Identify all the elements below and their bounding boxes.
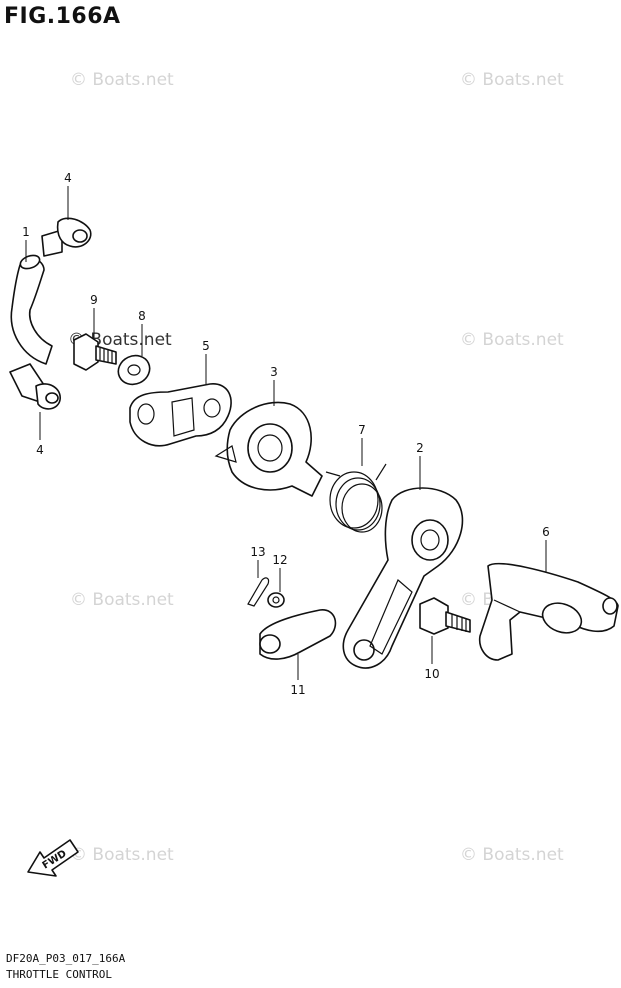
part-6-bracket <box>478 562 619 661</box>
part-12-washer <box>267 592 285 608</box>
callout-part-12: 12 <box>272 553 287 567</box>
figure-name: THROTTLE CONTROL <box>6 968 112 981</box>
callout-part-6: 6 <box>542 525 550 539</box>
watermark: © Boats.net <box>70 70 174 90</box>
part-7-spring <box>325 463 387 533</box>
fwd-arrow-icon: FWD <box>27 839 79 877</box>
callout-part-11: 11 <box>290 683 305 697</box>
watermark: © Boats.net <box>460 330 564 350</box>
part-9-bolt <box>73 333 117 371</box>
callout-part-1: 1 <box>22 225 30 239</box>
callout-part-10: 10 <box>424 667 439 681</box>
figure-title: FIG.166A <box>4 4 121 29</box>
callout-part-4-upper: 4 <box>64 171 72 185</box>
part-4-upper-clip <box>41 217 92 257</box>
figure-code: DF20A_P03_017_166A <box>6 952 126 965</box>
part-10-bolt <box>419 597 471 635</box>
part-4-lower-clip <box>9 363 61 410</box>
watermark: © Boats.net <box>460 70 564 90</box>
part-5-plate <box>129 383 232 447</box>
callout-part-2: 2 <box>416 441 424 455</box>
callout-part-3: 3 <box>270 365 278 379</box>
callout-part-4-lower: 4 <box>36 443 44 457</box>
part-2-lever-arm <box>342 487 464 669</box>
callout-part-5: 5 <box>202 339 210 353</box>
part-13-clip <box>247 577 270 607</box>
callout-part-13: 13 <box>250 545 265 559</box>
callout-part-8: 8 <box>138 309 146 323</box>
watermark: © Boats.net <box>70 845 174 865</box>
part-1-hose <box>10 254 53 365</box>
callout-part-7: 7 <box>358 423 366 437</box>
part-8-washer <box>117 354 151 386</box>
callout-part-9: 9 <box>90 293 98 307</box>
part-3-cam <box>214 401 323 497</box>
watermark: © Boats.net <box>70 590 174 610</box>
watermark: © Boats.net <box>460 845 564 865</box>
part-11-link <box>259 609 337 660</box>
